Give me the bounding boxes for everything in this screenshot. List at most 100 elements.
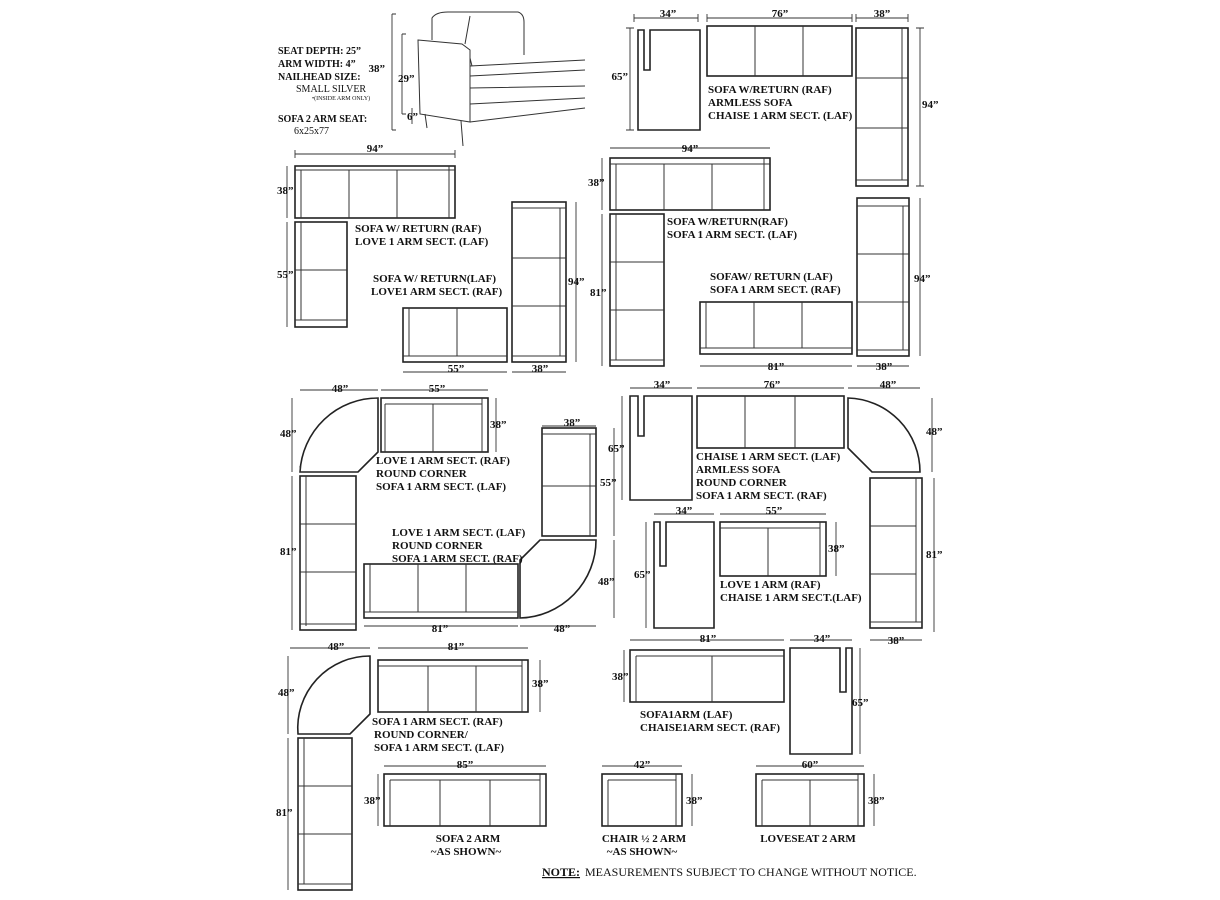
nailhead-note-text: •(INSIDE ARM ONLY) <box>312 95 370 102</box>
c11-line-2: CHAISE1ARM SECT. (RAF) <box>640 722 780 734</box>
c3-line-2: LOVE1 ARM SECT. (RAF) <box>371 286 503 298</box>
dim-81: 81” <box>432 623 449 635</box>
photo-height-38: 38” <box>369 63 386 75</box>
c5-line-2: SOFA 1 ARM SECT. (RAF) <box>710 284 841 296</box>
dim-94: 94” <box>914 273 931 285</box>
dim-38: 38” <box>868 795 885 807</box>
note-text: MEASUREMENTS SUBJECT TO CHANGE WITHOUT N… <box>585 865 917 879</box>
c5-line-1: SOFAW/ RETURN (LAF) <box>710 271 833 283</box>
dim-94: 94” <box>682 143 699 155</box>
c11-line-1: SOFA1ARM (LAF) <box>640 709 733 721</box>
dim-94: 94” <box>922 99 939 111</box>
chair-2-arm: 42” 38” CHAIR ½ 2 ARM ~AS SHOWN~ <box>601 759 703 858</box>
c8-line-3: SOFA 1 ARM SECT. (RAF) <box>392 553 523 565</box>
sofa-perspective-sketch: 38” 29” 6” <box>369 11 586 147</box>
dim-76: 76” <box>772 8 789 20</box>
dim-94: 94” <box>367 143 384 155</box>
dim-81: 81” <box>276 807 293 819</box>
dim-65: 65” <box>852 697 869 709</box>
c6-line-1: LOVE 1 ARM SECT. (RAF) <box>376 455 510 467</box>
dim-48: 48” <box>926 426 943 438</box>
nailhead-value-text: SMALL SILVER <box>296 84 366 95</box>
sofa2-line-1: SOFA 2 ARM <box>436 833 501 845</box>
dim-48: 48” <box>880 379 897 391</box>
dim-34: 34” <box>660 8 677 20</box>
config-9: 34” 55” 65” 38” LOVE 1 ARM (RAF) CHAISE … <box>634 505 862 629</box>
c10-line-2: ROUND CORNER/ <box>374 729 469 741</box>
dim-38: 38” <box>876 361 893 373</box>
measurement-note: NOTE: MEASUREMENTS SUBJECT TO CHANGE WIT… <box>542 865 917 879</box>
c2-line-1: SOFA W/ RETURN (RAF) <box>355 223 482 235</box>
sofa-seat-value: 6x25x77 <box>294 126 329 137</box>
dim-94: 94” <box>568 276 585 288</box>
dim-81: 81” <box>590 287 607 299</box>
c7-line-3: ROUND CORNER <box>696 477 788 489</box>
dim-34: 34” <box>654 379 671 391</box>
c10-line-3: SOFA 1 ARM SECT. (LAF) <box>374 742 504 754</box>
c7-line-1: CHAISE 1 ARM SECT. (LAF) <box>696 451 841 463</box>
dim-85: 85” <box>457 759 474 771</box>
c7-line-2: ARMLESS SOFA <box>696 464 781 476</box>
dim-34: 34” <box>676 505 693 517</box>
c8-line-1: LOVE 1 ARM SECT. (LAF) <box>392 527 526 539</box>
c10-line-1: SOFA 1 ARM SECT. (RAF) <box>372 716 503 728</box>
dim-38: 38” <box>888 635 905 647</box>
dim-38: 38” <box>564 417 581 429</box>
spec-block: SEAT DEPTH: 25” ARM WIDTH: 4” NAILHEAD S… <box>278 46 370 137</box>
dim-55: 55” <box>600 477 617 489</box>
chair-line-2: ~AS SHOWN~ <box>607 846 678 858</box>
seat-depth-text: SEAT DEPTH: 25” <box>278 46 361 57</box>
config-7: 34” 76” 48” 65” 48” 81” 38” CHAISE 1 ARM… <box>608 379 943 647</box>
config-6: 48” 55” 48” 38” 81” LOVE 1 ARM SECT. (RA… <box>280 383 510 631</box>
config-5: 81” 38” 94” SOFAW/ RETURN (LAF) SOFA 1 A… <box>699 197 931 373</box>
dim-55: 55” <box>766 505 783 517</box>
config-4: 94” 38” 81” SOFA W/RETURN(RAF) SOFA 1 AR… <box>588 143 797 367</box>
dim-48: 48” <box>598 576 615 588</box>
c1-line-3: CHAISE 1 ARM SECT. (LAF) <box>708 110 853 122</box>
sofa-2-arm: 85” 38” SOFA 2 ARM ~AS SHOWN~ <box>364 759 547 858</box>
dim-81: 81” <box>448 641 465 653</box>
dim-38: 38” <box>612 671 629 683</box>
dim-81: 81” <box>768 361 785 373</box>
config-8: 38” 55” 48” 81” 48” LOVE 1 ARM SECT. (LA… <box>363 417 617 635</box>
sofa2-line-2: ~AS SHOWN~ <box>431 846 502 858</box>
dim-38: 38” <box>588 177 605 189</box>
dim-48: 48” <box>328 641 345 653</box>
dim-81: 81” <box>926 549 943 561</box>
dim-48: 48” <box>278 687 295 699</box>
dim-38: 38” <box>828 543 845 555</box>
dim-38: 38” <box>364 795 381 807</box>
c2-line-2: LOVE 1 ARM SECT. (LAF) <box>355 236 489 248</box>
sofa-seat-text: SOFA 2 ARM SEAT: <box>278 114 367 125</box>
dim-65: 65” <box>634 569 651 581</box>
photo-height-6: 6” <box>407 111 418 123</box>
config-2: 94” 38” 55” SOFA W/ RETURN (RAF) LOVE 1 … <box>277 143 489 328</box>
dim-38: 38” <box>277 185 294 197</box>
dim-48: 48” <box>554 623 571 635</box>
dim-65: 65” <box>612 71 629 83</box>
chair-line-1: CHAIR ½ 2 ARM <box>602 833 687 845</box>
dim-34: 34” <box>814 633 831 645</box>
dim-60: 60” <box>802 759 819 771</box>
c6-line-3: SOFA 1 ARM SECT. (LAF) <box>376 481 506 493</box>
dim-48: 48” <box>280 428 297 440</box>
loveseat-2-arm: 60” 38” LOVESEAT 2 ARM <box>755 759 885 845</box>
love2-line-1: LOVESEAT 2 ARM <box>760 833 856 845</box>
dim-38: 38” <box>532 363 549 375</box>
dim-55: 55” <box>429 383 446 395</box>
dim-38: 38” <box>686 795 703 807</box>
note-label: NOTE: <box>542 865 580 879</box>
photo-height-29: 29” <box>398 73 415 85</box>
arm-width-text: ARM WIDTH: 4” <box>278 59 356 70</box>
dim-76: 76” <box>764 379 781 391</box>
dim-55: 55” <box>277 269 294 281</box>
config-11: 81” 34” 38” 65” SOFA1ARM (LAF) CHAISE1AR… <box>612 633 869 755</box>
dim-38: 38” <box>874 8 891 20</box>
config-3: 55” 38” 94” SOFA W/ RETURN(LAF) LOVE1 AR… <box>371 201 585 375</box>
c8-line-2: ROUND CORNER <box>392 540 484 552</box>
nailhead-size-text: NAILHEAD SIZE: <box>278 72 361 83</box>
c4-line-2: SOFA 1 ARM SECT. (LAF) <box>667 229 797 241</box>
c9-line-2: CHAISE 1 ARM SECT.(LAF) <box>720 592 862 604</box>
dim-38: 38” <box>532 678 549 690</box>
